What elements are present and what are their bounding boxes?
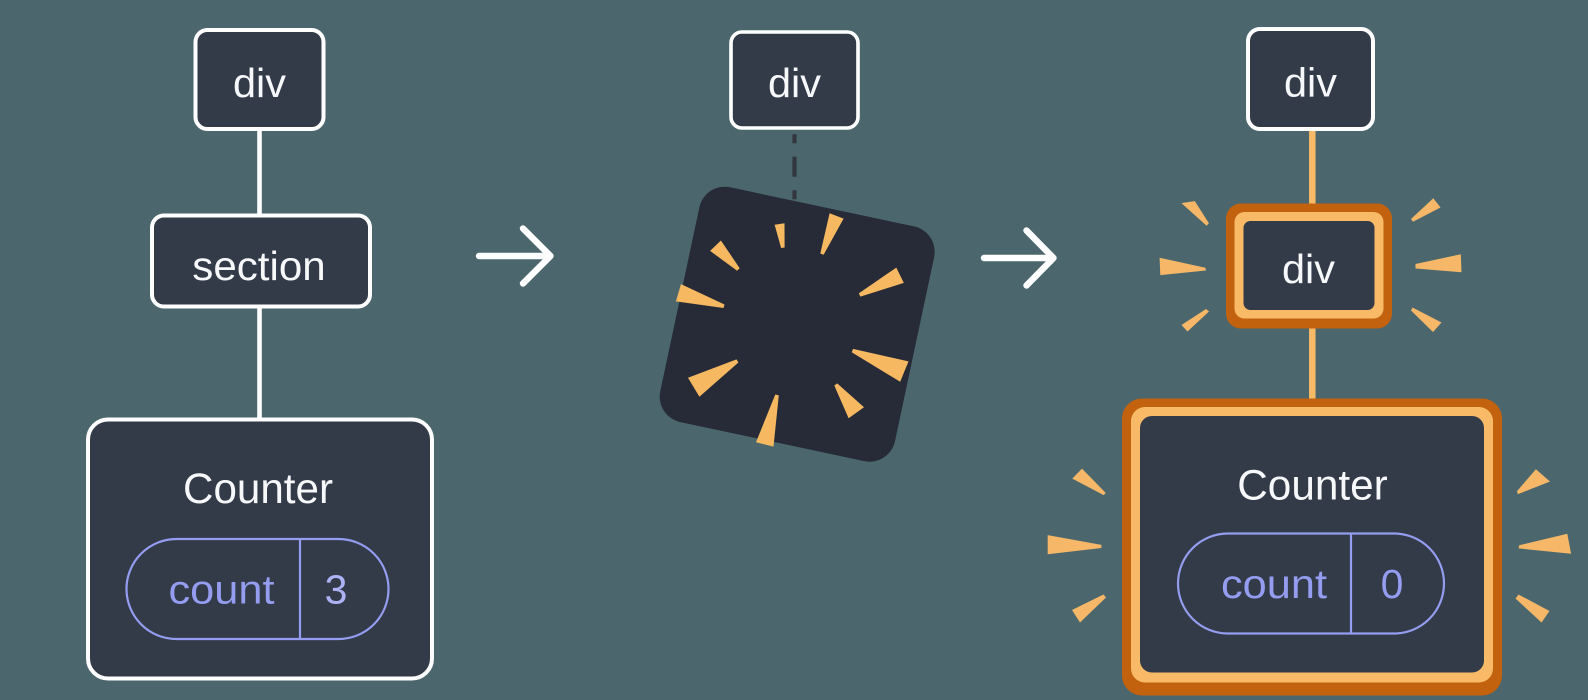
svg-text:div: div bbox=[1282, 246, 1335, 292]
svg-text:3: 3 bbox=[325, 567, 348, 613]
svg-text:div: div bbox=[1284, 60, 1337, 106]
svg-text:div: div bbox=[233, 60, 286, 106]
svg-text:count: count bbox=[1221, 561, 1328, 607]
svg-text:Counter: Counter bbox=[1237, 462, 1388, 510]
svg-text:section: section bbox=[192, 243, 326, 289]
svg-text:count: count bbox=[169, 567, 276, 613]
svg-text:Counter: Counter bbox=[183, 465, 333, 513]
svg-text:0: 0 bbox=[1381, 561, 1404, 607]
svg-text:div: div bbox=[768, 60, 821, 106]
